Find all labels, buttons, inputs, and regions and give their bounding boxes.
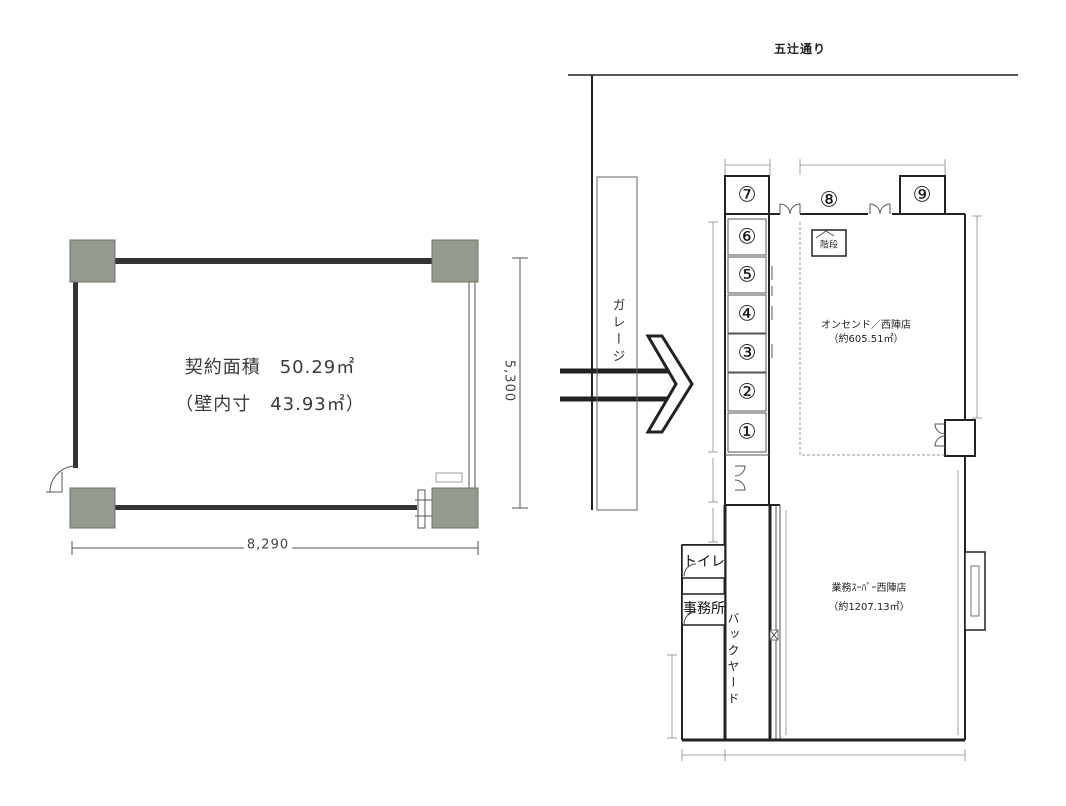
unit-2-label: ② xyxy=(737,379,757,404)
site-plan xyxy=(568,74,1018,761)
upper-tenant-area: （約605.51㎡） xyxy=(828,334,904,345)
double-door-icon xyxy=(734,465,746,491)
double-door-icon xyxy=(934,423,946,447)
contract-area-label: 契約面積 50.29㎡ xyxy=(184,357,356,378)
lower-dimension-lines xyxy=(667,470,966,761)
stairs-arrow xyxy=(815,230,835,239)
unit-7-box xyxy=(724,175,770,215)
lower-tenant-area: （約1207.13㎡） xyxy=(828,602,910,613)
width-dimension-label: 8,290 xyxy=(243,538,293,552)
unit-9-box xyxy=(899,175,946,215)
double-door-icon xyxy=(779,203,801,215)
unit-cells xyxy=(725,218,769,456)
unit-6-label: ⑥ xyxy=(737,224,757,249)
office-label: 事務所 xyxy=(683,601,725,617)
garage-label: ガレージ xyxy=(609,298,625,366)
top-wall xyxy=(113,258,434,264)
unit-3-label: ③ xyxy=(737,340,757,365)
right-arrow-icon xyxy=(560,334,694,434)
corner-column xyxy=(431,239,479,283)
office-room xyxy=(681,593,726,626)
backyard-label: バックヤード xyxy=(726,612,740,708)
toilet-label: トイレ xyxy=(683,554,725,570)
side-annex xyxy=(964,551,986,631)
unit-7-label: ⑦ xyxy=(737,182,757,207)
double-door-icon xyxy=(869,203,891,215)
upper-building-walls xyxy=(769,213,966,420)
unit-1-label: ① xyxy=(737,419,757,444)
stairs-label: 階段 xyxy=(819,240,839,251)
rear-door-icon xyxy=(415,489,432,529)
side-annex-tag xyxy=(970,565,980,617)
unit-column-walls xyxy=(724,214,770,505)
dimension-tag xyxy=(435,472,463,483)
top-dimension-lines xyxy=(724,159,946,175)
door-swing-icon xyxy=(683,563,697,625)
lower-tenant-name: 業務ｽｰﾊﾟｰ西陣店 xyxy=(831,583,907,594)
depth-dimension-line xyxy=(512,257,528,509)
stairs-box xyxy=(811,229,847,257)
right-wall xyxy=(468,280,476,490)
corner-column xyxy=(69,487,116,529)
left-wall xyxy=(73,280,78,468)
depth-dimension-label: 5,300 xyxy=(501,359,517,403)
door-swing-icon xyxy=(46,465,77,493)
unit-9-label: ⑨ xyxy=(912,182,932,207)
toilet-room xyxy=(681,544,726,579)
upper-tenant-name: オンセンド／西陣店 xyxy=(821,320,911,331)
unit-dimension-line xyxy=(708,221,718,543)
upper-tenant-boundary xyxy=(799,222,948,456)
side-entrance xyxy=(944,419,976,457)
service-hatch-cross xyxy=(769,629,779,641)
garage xyxy=(596,176,638,511)
corner-column xyxy=(69,239,116,283)
unit-floor-plan xyxy=(46,239,479,529)
unit-8-label: ⑧ xyxy=(819,187,839,212)
upper-right-dimension-line xyxy=(972,215,982,419)
bottom-wall xyxy=(113,505,417,510)
street-name-label: 五辻通り xyxy=(773,42,827,56)
corner-column xyxy=(431,487,479,529)
unit-4-label: ④ xyxy=(737,301,757,326)
inner-area-label: （壁内寸 43.93㎡） xyxy=(175,394,365,415)
unit-5-label: ⑤ xyxy=(737,262,757,287)
